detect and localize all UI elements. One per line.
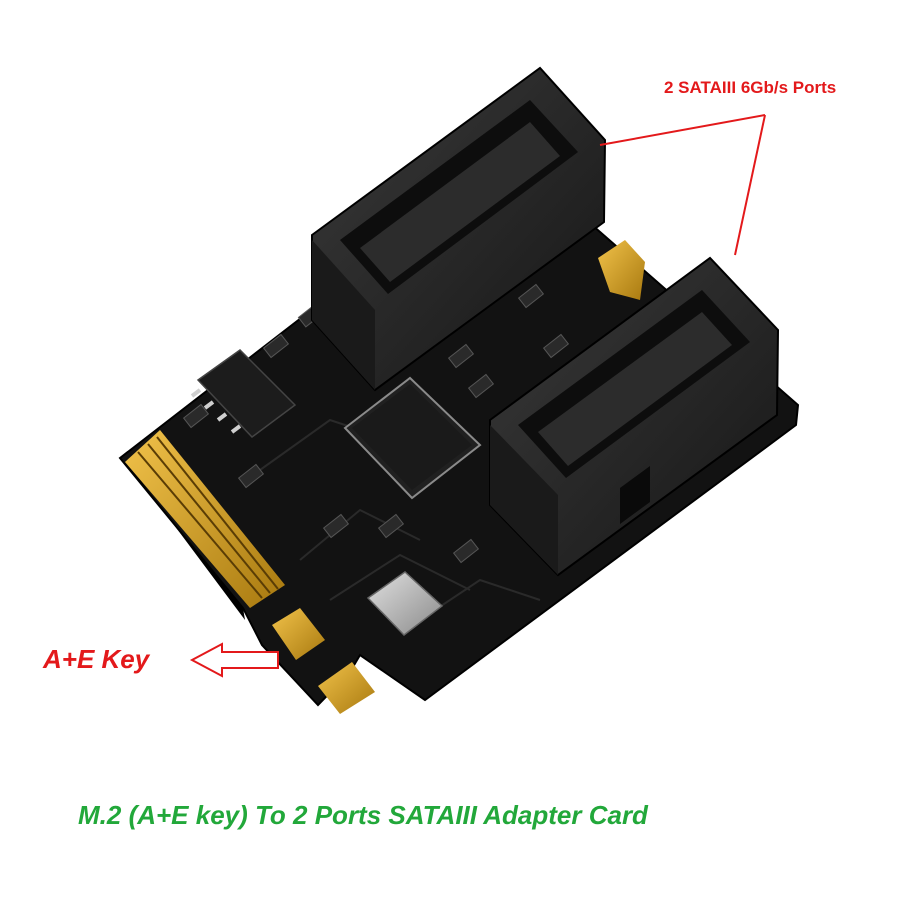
controller-chip [343,376,482,500]
smd-components [182,283,570,564]
gold-contacts-key-2 [318,662,375,714]
key-arrow [189,642,279,678]
sata-port-1 [311,66,607,392]
sata-port-2 [489,256,780,577]
ports-label: 2 SATAIII 6Gb/s Ports [664,78,837,97]
gold-pad [598,240,645,300]
ports-pointer-lines [599,114,766,256]
product-caption: M.2 (A+E key) To 2 Ports SATAIII Adapter… [78,800,648,830]
key-label: A+E Key [43,644,150,674]
gold-contacts-main [125,430,285,608]
eeprom-chip [190,349,297,438]
crystal-oscillator [366,571,444,636]
gold-contacts-key-1 [272,608,325,660]
